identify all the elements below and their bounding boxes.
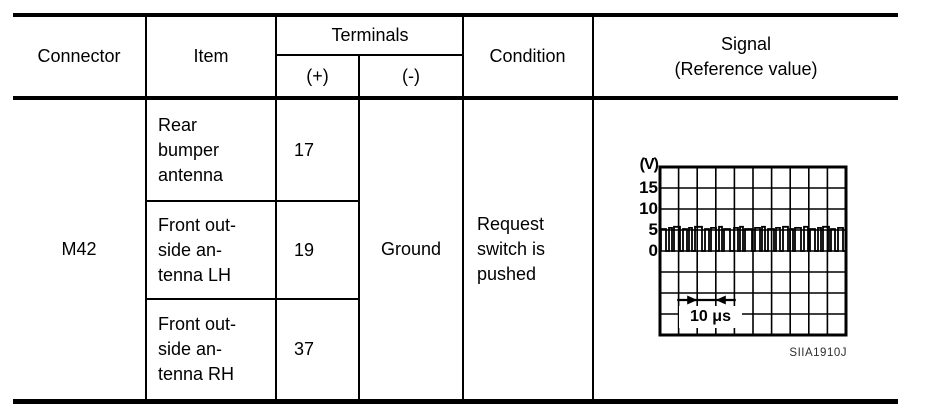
item-cell-front-outside-antenna-lh: Front out- side an- tenna LH [158,214,237,285]
terminal-minus-value: Ground [380,239,442,259]
ytick-15: 15 [639,178,658,197]
col-rule-connector-item [145,13,147,404]
row-divider-1 [146,200,360,202]
col-rule-condition-signal [592,13,594,404]
terminals-subheader-rule [276,54,463,56]
header-cell-terminal-plus: (+) [306,65,329,86]
header-cell-condition: Condition [489,46,566,66]
terminal-plus-value-row-2: 19 [294,239,315,260]
figure-code: SIIA1910J [789,347,847,359]
item-cell-front-outside-antenna-rh: Front out- side an- tenna RH [158,314,237,384]
header-cell-signal: Signal (Reference value) [674,33,818,79]
terminal-plus-value-row-1: 17 [294,139,315,160]
col-rule-item-terminals [275,13,277,404]
v-axis-unit-label: (V) [639,156,659,173]
item-cell-rear-bumper-antenna: Rear bumper antenna [158,114,224,185]
header-bottom-rule [13,96,898,100]
ytick-0: 0 [648,241,658,260]
table-bottom-rule [13,399,898,404]
connector-value: M42 [61,239,97,259]
header-cell-terminal-minus: (-) [402,65,420,86]
table-top-rule [13,13,898,17]
header-cell-terminals: Terminals [331,25,409,45]
time-scale-label: 10 μs [679,306,742,328]
scope-grid-and-waveform [658,165,848,337]
col-rule-plus-minus [358,54,360,404]
oscilloscope-chart: (V) 15 10 5 0 10 μs SIIA1910J [600,150,898,370]
row-divider-2 [146,298,360,300]
header-cell-connector: Connector [37,46,121,66]
header-cell-item: Item [193,46,229,66]
terminal-plus-value-row-3: 37 [294,339,315,359]
condition-value: Request switch is pushed [477,214,546,284]
ytick-10: 10 [639,199,658,218]
ytick-5: 5 [648,220,658,239]
col-rule-terminals-condition [462,13,464,404]
